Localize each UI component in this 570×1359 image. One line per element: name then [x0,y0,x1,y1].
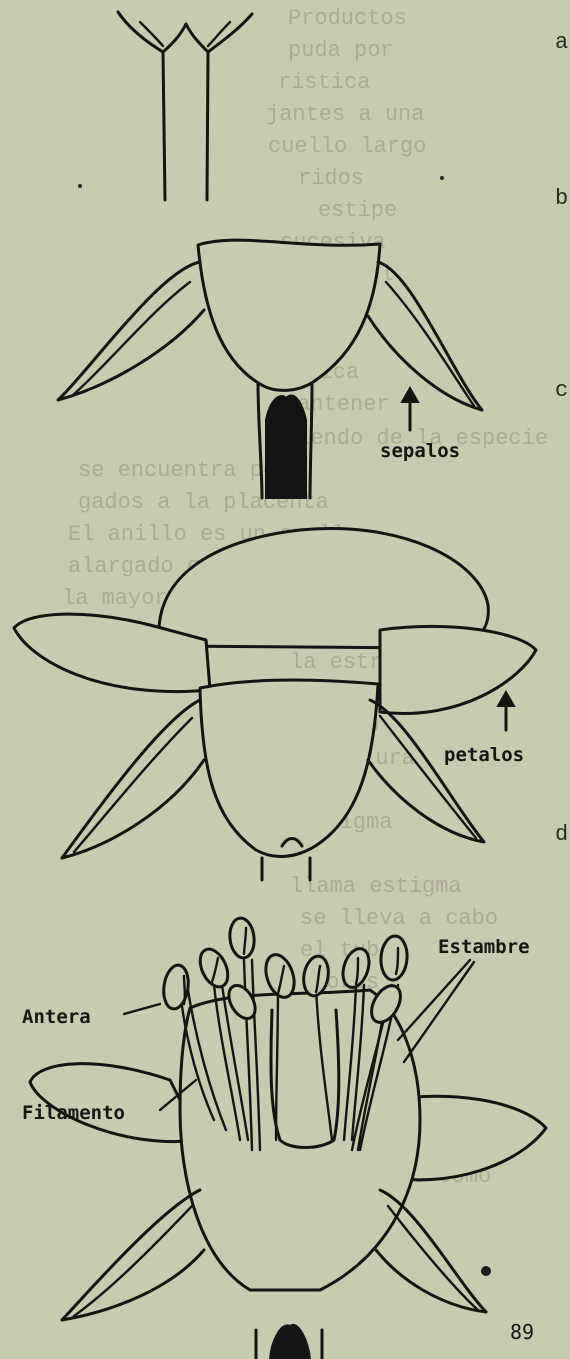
stamen-leader-1 [398,960,470,1040]
petals-label: petalos [444,744,524,766]
stage-d-flower-with-stamens [30,917,546,1359]
stamen-leader-2 [404,962,474,1062]
stamen-label: Estambre [438,936,530,958]
anther-leader [124,1004,160,1014]
sepals-label: sepalos [380,440,460,462]
stage-c-flower-with-petals [14,528,536,880]
anther-label: Antera [22,1006,91,1028]
stage-a-pedicel [118,12,252,200]
filament-label: Filamento [22,1102,125,1124]
page-number: 89 [510,1320,534,1344]
